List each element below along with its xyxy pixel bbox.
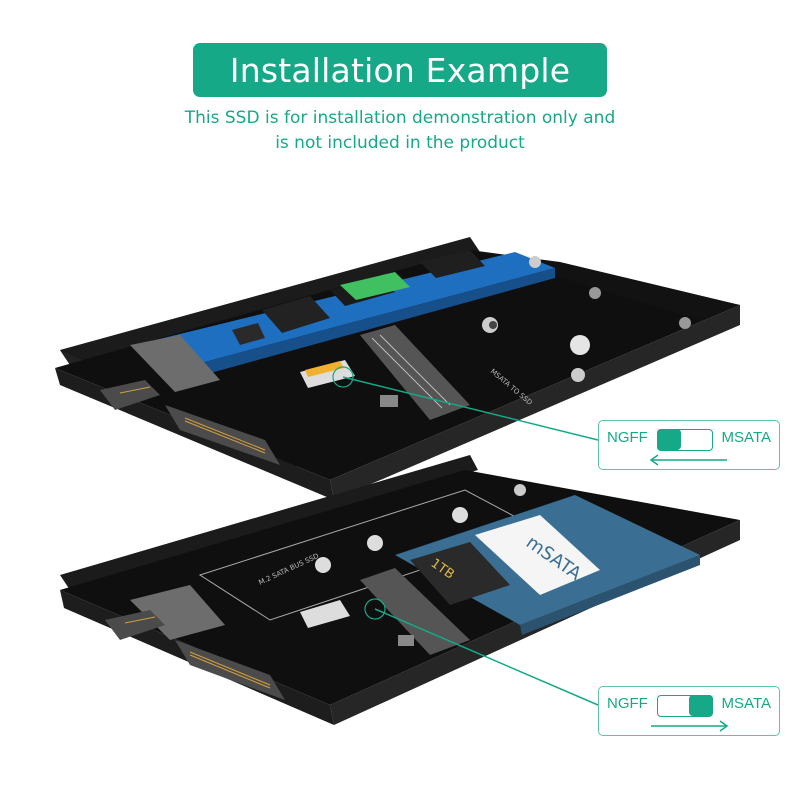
arrow-right-icon <box>651 720 729 732</box>
title-banner: Installation Example <box>193 43 607 97</box>
switch-knob <box>689 695 713 716</box>
switch-knob <box>657 429 681 450</box>
top-leader-line <box>342 376 599 441</box>
top-switch-callout: NGFF MSATA <box>598 420 780 470</box>
page-title: Installation Example <box>229 50 571 90</box>
bottom-switch-callout: NGFF MSATA <box>598 686 780 736</box>
bottom-leader-line <box>374 608 599 706</box>
ngff-label: NGFF <box>607 429 648 446</box>
msata-label: MSATA <box>721 695 771 712</box>
ngff-label: NGFF <box>607 695 648 712</box>
mode-switch-ngff <box>657 429 713 451</box>
arrow-left-icon <box>649 454 727 466</box>
top-adapter-board: MSATA TO SSD <box>55 237 740 500</box>
disclaimer-line-1: This SSD is for installation demonstrati… <box>184 108 616 128</box>
disclaimer-text: This SSD is for installation demonstrati… <box>100 106 700 156</box>
bottom-adapter-board: mSATA 1TB M.2 SATA BUS SSD <box>60 455 740 725</box>
msata-label: MSATA <box>721 429 771 446</box>
disclaimer-line-2: is not included in the product <box>275 133 525 153</box>
mode-switch-msata <box>657 695 713 717</box>
